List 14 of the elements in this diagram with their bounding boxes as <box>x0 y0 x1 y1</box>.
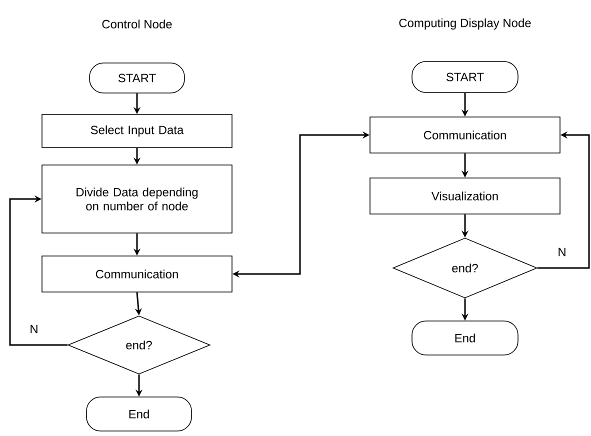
column-heading: Control Node <box>102 20 172 28</box>
process-box: Communication <box>370 116 560 154</box>
terminal-box: End <box>412 320 518 356</box>
arrow <box>9 195 68 346</box>
terminal-box: End <box>86 396 192 432</box>
terminal-box: START <box>412 61 518 93</box>
column-heading: Computing Display Node <box>399 18 531 30</box>
terminal-box: START <box>89 62 185 94</box>
process-box: Select Input Data <box>42 114 232 148</box>
process-box: Divide Data depending on number of node <box>42 164 232 234</box>
process-box: Visualization <box>370 178 560 214</box>
edge-label: N <box>556 246 568 258</box>
edge-label: N <box>28 324 40 334</box>
process-box: Communication <box>42 256 232 292</box>
